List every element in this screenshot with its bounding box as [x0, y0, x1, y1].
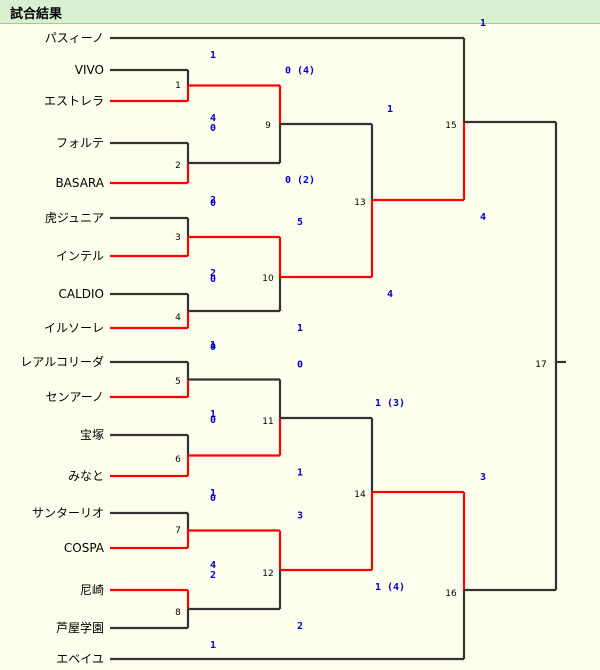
match-number: 2: [175, 161, 181, 171]
team-name: エベイユ: [56, 652, 104, 666]
score-label: 3: [297, 511, 303, 522]
score-label: 2: [210, 195, 216, 206]
team-name: 尼崎: [80, 583, 104, 597]
score-label: 1: [480, 18, 486, 29]
team-name: センアーノ: [45, 390, 104, 404]
match-number: 14: [354, 490, 366, 500]
match-number: 3: [175, 233, 181, 243]
score-label: 0 (4): [285, 66, 315, 77]
match-number: 4: [175, 313, 181, 323]
team-name: パスィーノ: [45, 31, 104, 45]
score-label: 4: [210, 113, 216, 124]
team-name: CALDIO: [59, 287, 105, 301]
match-number: 8: [175, 608, 181, 618]
score-label: 1: [210, 340, 216, 351]
score-label: 0: [210, 274, 216, 285]
score-label: 1: [210, 488, 216, 499]
match-number: 9: [265, 121, 271, 131]
match-number: 11: [262, 417, 273, 427]
team-name: 宝塚: [80, 428, 104, 442]
score-label: 4: [210, 560, 216, 571]
match-number: 15: [445, 121, 456, 131]
team-name: みなと: [68, 469, 104, 483]
team-name: BASARA: [55, 176, 104, 190]
score-label: 1: [297, 323, 303, 334]
team-name: イルソーレ: [44, 321, 104, 335]
team-name: COSPA: [64, 541, 105, 555]
match-number: 5: [175, 377, 181, 387]
score-label: 1: [210, 409, 216, 420]
section-title: 試合結果: [10, 7, 63, 22]
score-label: 2: [210, 570, 216, 581]
team-name: エストレラ: [44, 94, 104, 108]
match-number: 10: [262, 274, 274, 284]
score-label: 2: [297, 621, 303, 632]
score-label: 4: [387, 289, 393, 300]
match-number: 12: [262, 569, 273, 579]
score-label: 0: [210, 198, 216, 209]
score-label: 5: [297, 217, 303, 228]
match-number: 16: [445, 589, 457, 599]
score-label: 1 (4): [375, 582, 405, 593]
team-name: VIVO: [75, 63, 104, 77]
score-label: 1: [387, 104, 393, 115]
score-label: 0: [210, 493, 216, 504]
team-name: インテル: [56, 249, 104, 263]
match-number: 7: [175, 526, 181, 536]
team-name: 芦屋学園: [56, 620, 104, 635]
team-name: フォルテ: [56, 136, 104, 150]
score-label: 0: [297, 360, 303, 371]
score-label: 0 (2): [285, 175, 315, 186]
match-number: 13: [354, 198, 365, 208]
score-label: 3: [480, 472, 486, 483]
match-number: 6: [175, 455, 181, 465]
score-label: 4: [480, 212, 486, 223]
score-label: 1: [210, 640, 216, 651]
team-name: 虎ジュニア: [45, 211, 104, 225]
score-label: 0: [210, 415, 216, 426]
section-header: 試合結果: [0, 0, 600, 24]
score-label: 1: [297, 468, 303, 479]
score-label: 0: [210, 342, 216, 353]
score-label: 0: [210, 123, 216, 134]
team-name: サンターリオ: [32, 506, 104, 520]
match-number: 17: [535, 360, 546, 370]
team-name: レアルコリーダ: [20, 354, 104, 369]
score-label: 2: [210, 268, 216, 279]
score-label: 1: [210, 50, 216, 61]
match-number: 1: [175, 81, 181, 91]
score-label: 1 (3): [375, 398, 405, 409]
